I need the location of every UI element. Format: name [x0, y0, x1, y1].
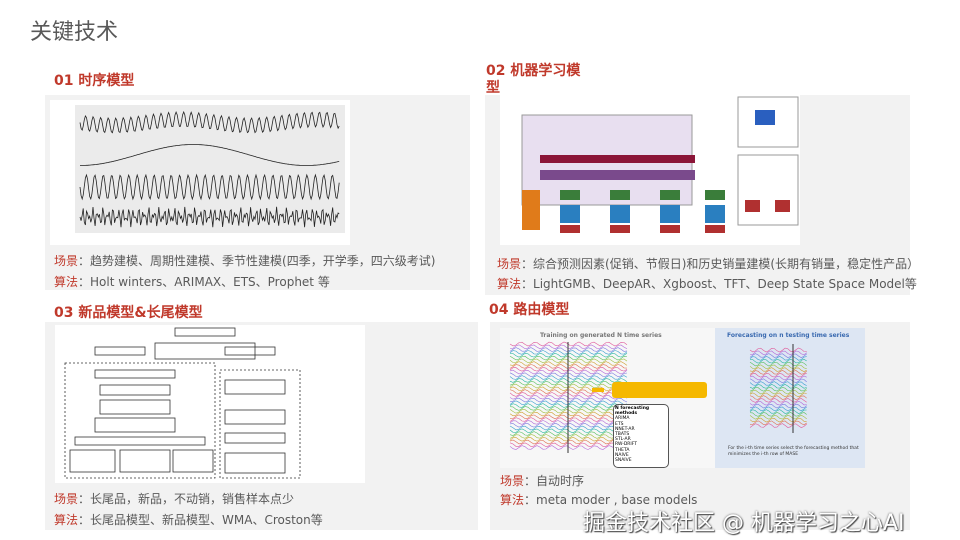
- section-2-heading: 02 机器学习模型: [486, 63, 581, 96]
- series-line: [749, 347, 807, 353]
- series-line: [749, 403, 807, 409]
- series-line: [749, 372, 807, 378]
- section-1-panel: 场景：趋势建模、周期性建模、季节性建模(四季，开学季，四六级考试) 算法：Hol…: [45, 95, 470, 290]
- method-item: NNET-AR: [615, 426, 635, 432]
- time-series-figure: [50, 100, 350, 245]
- scene-label: 场景: [500, 474, 525, 488]
- test-title: Forecasting on n testing time series: [727, 332, 850, 339]
- section-1-heading: 01 时序模型: [54, 73, 135, 89]
- section-4-panel: Training on generated N time series Fore…: [490, 322, 910, 530]
- series-line: [749, 350, 807, 356]
- series-line: [749, 400, 807, 406]
- series-line: [749, 420, 807, 426]
- series-line: [749, 356, 807, 361]
- series-line: [749, 395, 807, 400]
- watermark: 掘金技术社区 @ 机器学习之心AI: [583, 511, 905, 536]
- series-line: [749, 378, 807, 384]
- series-line: [749, 392, 807, 398]
- scene-label: 场景: [54, 492, 79, 506]
- new-product-model-figure: [55, 325, 365, 483]
- mase-formula-box: [612, 382, 707, 398]
- scene-text: ：趋势建模、周期性建模、季节性建模(四季，开学季，四六级考试): [78, 254, 436, 268]
- method-item: THETA: [615, 447, 630, 453]
- method-item: SNAIVE: [615, 458, 632, 464]
- method-item: STL-AR: [615, 437, 631, 443]
- series-line: [749, 409, 807, 414]
- algo-text: ：长尾品模型、新品模型、WMA、Croston等: [78, 513, 323, 527]
- tft-architecture-figure: [500, 95, 800, 245]
- series-line: [749, 398, 807, 403]
- algo-text: ：LightGMB、DeepAR、Xgboost、TFT、Deep State …: [521, 277, 917, 291]
- section-2-panel: 场景：综合预测因素(促销、节假日)和历史销量建模(长期有销量，稳定性产品） 算法…: [485, 95, 919, 295]
- algo-label: 算法: [497, 277, 522, 291]
- series-line: [80, 144, 340, 166]
- algo-label: 算法: [54, 275, 79, 289]
- series-line: [749, 406, 807, 412]
- method-item: RW-DRIFT: [615, 442, 638, 448]
- series-line: [749, 384, 807, 389]
- algo-label: 算法: [500, 493, 525, 507]
- series-line: [749, 367, 807, 372]
- series-line: [749, 358, 807, 364]
- series-line: [749, 364, 807, 370]
- series-line: [749, 353, 807, 358]
- methods-title: N forecasting methods: [615, 406, 650, 417]
- series-line: [79, 110, 340, 134]
- method-item: ARIMA: [615, 416, 630, 422]
- algo-text: ：meta moder , base models: [524, 493, 698, 507]
- scene-label: 场景: [54, 254, 79, 268]
- section-4-heading: 04 路由模型: [489, 302, 570, 318]
- series-line: [749, 375, 807, 381]
- page-title: 关键技术: [30, 20, 119, 45]
- algo-text: ：Holt winters、ARIMAX、ETS、Prophet 等: [78, 275, 330, 289]
- scene-text: ：长尾品，新品，不动销，销售样本点少: [78, 492, 295, 506]
- method-item: NAIVE: [615, 452, 629, 458]
- train-title: Training on generated N time series: [540, 332, 662, 339]
- series-line: [749, 386, 807, 392]
- scene-text: ：自动时序: [524, 474, 585, 488]
- series-line: [749, 370, 807, 375]
- series-line: [749, 389, 807, 395]
- series-line: [749, 417, 807, 423]
- series-line: [749, 381, 807, 386]
- scene-label: 场景: [497, 257, 522, 271]
- method-item: ETS: [615, 421, 624, 427]
- section-3-heading: 03 新品模型&长尾模型: [54, 305, 203, 321]
- scene-text: ：综合预测因素(促销、节假日)和历史销量建模(长期有销量，稳定性产品）: [521, 257, 920, 271]
- series-line: [79, 206, 340, 228]
- routing-model-figure: Training on generated N time series Fore…: [500, 328, 865, 468]
- series-line: [749, 423, 807, 428]
- series-line: [79, 173, 340, 201]
- series-line: [749, 414, 807, 420]
- algo-label: 算法: [54, 513, 79, 527]
- series-line: [749, 412, 807, 417]
- series-line: [749, 361, 807, 367]
- section-3-panel: 场景：长尾品，新品，不动销，销售样本点少 算法：长尾品模型、新品模型、WMA、C…: [45, 322, 478, 530]
- method-item: TBATS: [615, 432, 630, 438]
- selection-note: For the i-th time series select the fore…: [728, 446, 859, 457]
